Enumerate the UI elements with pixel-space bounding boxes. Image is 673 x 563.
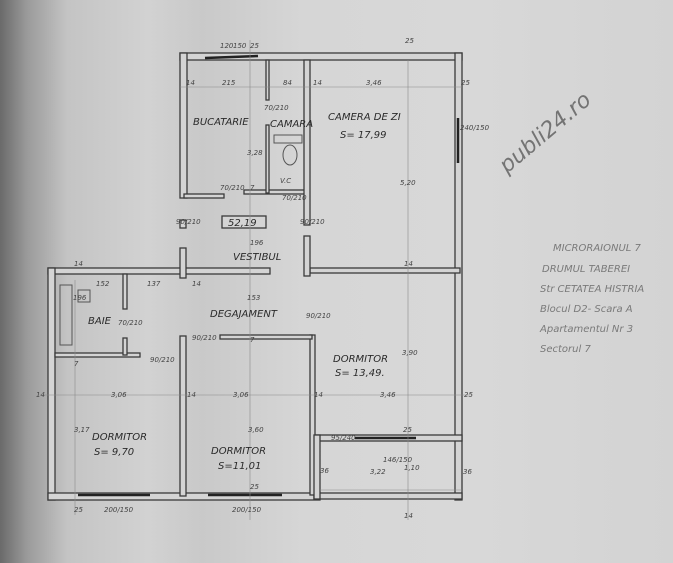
dimension-label: 14 (314, 391, 323, 399)
dimension-labels: 120 150 25 25 14 215 84 14 3,46 25 70/21… (36, 37, 490, 520)
dimension-label: 36 (463, 468, 472, 476)
room-label-dormitor-1: DORMITOR (333, 354, 388, 365)
dimension-label: 25 (403, 426, 412, 434)
dimension-label: 14 (74, 260, 83, 268)
dimension-label: 153 (247, 294, 260, 302)
bathtub-icon (59, 284, 73, 346)
windows (78, 54, 460, 497)
dimension-label: 25 (250, 483, 259, 491)
dimension-lines (40, 40, 470, 520)
room-label-vestibul: VESTIBUL (233, 252, 281, 263)
dimension-label: 7 (250, 184, 255, 192)
dimension-label: 200/150 (232, 506, 262, 514)
title-line: DRUMUL TABEREI (542, 264, 630, 275)
room-label-camara: CAMARA (270, 119, 313, 130)
watermark: publi24.ro (494, 88, 596, 180)
dimension-label: 14 (192, 280, 201, 288)
toilet-icon (282, 144, 298, 166)
total-area: 52,19 (228, 218, 257, 229)
title-line: Blocul D2- Scara A (540, 304, 633, 315)
dimension-label: 3,46 (380, 391, 396, 399)
dimension-label: 14 (186, 79, 195, 87)
dimension-label: 14 (404, 512, 413, 520)
title-line: Str CETATEA HISTRIA (540, 284, 644, 295)
dimension-label: 3,28 (247, 149, 263, 157)
room-area-dormitor-3: S=11,01 (218, 461, 261, 472)
dimension-label: 84 (283, 79, 292, 87)
room-label-bucatarie: BUCATARIE (193, 117, 249, 128)
room-label-baie: BAIE (88, 316, 112, 327)
dimension-label: 3,06 (111, 391, 127, 399)
dimension-label: 14 (36, 391, 45, 399)
room-area-camera-de-zi: S= 17,99 (340, 130, 387, 141)
dimension-label: 25 (461, 79, 470, 87)
dimension-label: 240/150 (460, 124, 490, 132)
room-area-dormitor-2: S= 9,70 (94, 447, 134, 458)
dimension-label: 3,17 (74, 426, 90, 434)
dimension-label: 70/210 (220, 184, 245, 192)
dimension-label: 152 (96, 280, 110, 288)
dimension-label: 25 (464, 391, 473, 399)
dimension-label: 90/210 (306, 312, 331, 320)
dimension-label: 70/210 (118, 319, 143, 327)
dimension-label: 3,22 (370, 468, 386, 476)
sink-icon (77, 289, 91, 303)
title-line: Apartamentul Nr 3 (539, 324, 633, 335)
title-line: MICRORAIONUL 7 (553, 243, 642, 254)
room-label-camera-de-zi: CAMERA DE ZI (328, 112, 401, 123)
dimension-label: 70/210 (264, 104, 289, 112)
dimension-label: 36 (320, 467, 329, 475)
fixtures (59, 134, 303, 346)
dimension-label: 25 (74, 506, 83, 514)
dimension-label: 95/240 (331, 434, 356, 442)
dimension-label: 5,20 (400, 179, 416, 187)
room-label-dormitor-3: DORMITOR (211, 446, 266, 457)
dimension-label: 14 (404, 260, 413, 268)
title-line: Sectorul 7 (540, 344, 591, 355)
room-label-wc: V.C (280, 177, 291, 185)
dimension-label: 90/210 (176, 218, 201, 226)
room-label-degajament: DEGAJAMENT (210, 309, 278, 320)
dimension-label: 150 (233, 42, 247, 50)
dimension-label: 196 (73, 294, 87, 302)
room-label-dormitor-2: DORMITOR (92, 432, 147, 443)
dimension-label: 25 (250, 42, 259, 50)
dimension-label: 1,10 (404, 464, 420, 472)
dimension-label: 70/210 (282, 194, 307, 202)
dimension-label: 7 (250, 336, 255, 344)
dimension-label: 90/210 (192, 334, 217, 342)
dimension-label: 146/150 (383, 456, 413, 464)
dimension-label: 90/210 (300, 218, 325, 226)
dimension-label: 196 (250, 239, 264, 247)
dimension-label: 14 (313, 79, 322, 87)
dimension-label: 120 (220, 42, 234, 50)
dimension-label: 3,46 (366, 79, 382, 87)
title-block: MICRORAIONUL 7 DRUMUL TABEREI Str CETATE… (539, 243, 644, 355)
dimension-label: 7 (74, 360, 79, 368)
dimension-label: 3,06 (233, 391, 249, 399)
dimension-label: 25 (405, 37, 414, 45)
dimension-label: 215 (222, 79, 236, 87)
room-area-dormitor-1: S= 13,49. (335, 368, 385, 379)
dimension-label: 3,60 (248, 426, 264, 434)
dimension-label: 90/210 (150, 356, 175, 364)
dimension-label: 200/150 (104, 506, 134, 514)
dimension-label: 14 (187, 391, 196, 399)
dimension-label: 137 (147, 280, 161, 288)
dimension-label: 3,90 (402, 349, 418, 357)
